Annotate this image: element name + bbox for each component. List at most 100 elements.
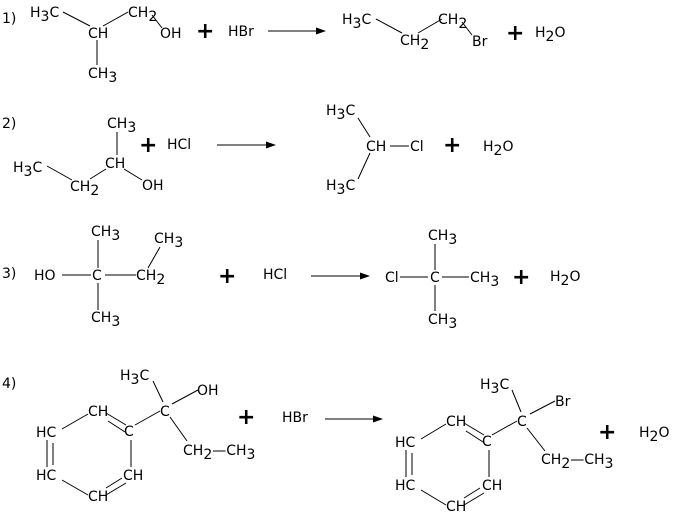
reactant-2-methyl-2-butanol: CH3 CH3 HO C CH2 CH3 — [34, 224, 183, 330]
reaction-number: 1) — [2, 11, 16, 27]
atom-label: CH — [446, 414, 466, 430]
atom-label: CH3 — [428, 228, 457, 248]
bond — [134, 410, 161, 426]
reaction-number: 3) — [2, 266, 16, 282]
atom-label: H3C — [30, 5, 59, 25]
product-2-bromo-2-phenylbutane: H3C Br C CH2—CH3 CH C HC HC CH CH — [395, 377, 613, 515]
bond — [529, 400, 556, 415]
reaction-2: 2) CH3 H3C CH2 CH OH + HCl H3C CH Cl H3C — [2, 103, 513, 199]
bond — [511, 389, 522, 413]
atom-label: CH2 — [438, 12, 467, 32]
reaction-arrow — [311, 272, 370, 280]
atom-label: H3C — [480, 377, 509, 397]
plus-sign: + — [443, 133, 461, 158]
bond — [169, 416, 188, 442]
plus-sign: + — [598, 420, 616, 445]
atom-label: C — [517, 414, 527, 430]
plus-sign: + — [196, 19, 214, 44]
atom-label: CH2 — [400, 33, 429, 53]
bond — [357, 117, 371, 138]
atom-label: CH — [105, 156, 125, 172]
product-tert-butyl-chloride: CH3 Cl C CH3 CH3 — [385, 228, 499, 332]
atom-label: C — [124, 424, 134, 440]
plus-sign: + — [506, 21, 524, 46]
atom-label: C — [92, 268, 102, 284]
reactant-2-phenyl-2-butanol: H3C OH C CH2—CH3 CH C HC HC CH CH — [36, 368, 255, 505]
bond — [89, 168, 107, 180]
bond — [375, 18, 403, 34]
bond — [417, 18, 443, 34]
atom-label: CH2 — [136, 268, 165, 288]
atom-label: HC — [36, 425, 57, 441]
bond — [526, 427, 546, 452]
atom-label: Br — [555, 394, 571, 410]
product-2-chloropropane: H3C CH Cl H3C — [326, 103, 424, 198]
atom-label: CH — [366, 139, 386, 155]
bond — [102, 11, 129, 27]
bond — [61, 413, 89, 430]
atom-label: Cl — [385, 270, 399, 286]
atom-label: CH2 — [128, 5, 157, 25]
product-bromopropane: H3C CH2 CH2 Br — [342, 12, 488, 53]
reaction-number: 4) — [2, 376, 16, 392]
atom-label: HC — [395, 435, 416, 451]
bond — [147, 246, 161, 269]
bond — [461, 21, 473, 36]
atom-label: CH — [88, 489, 108, 505]
plus-sign: + — [512, 265, 530, 290]
atom-label: HC — [395, 478, 416, 494]
bond — [62, 11, 91, 27]
reaction-4: 4) H3C OH C CH2—CH3 CH C HC HC CH CH — [2, 368, 669, 515]
bond — [151, 14, 163, 29]
atom-label: H3C — [326, 178, 355, 198]
bond — [171, 389, 199, 405]
water: H2O — [550, 269, 580, 289]
atom-label: C — [430, 270, 440, 286]
atom-label: CH3 — [91, 224, 120, 244]
atom-label: CH2 — [70, 179, 99, 199]
atom-label: CH — [88, 404, 108, 420]
water: H2O — [483, 139, 513, 159]
benzene-ring: CH C HC HC CH CH — [395, 414, 518, 515]
plus-sign: + — [237, 405, 255, 430]
bond — [61, 479, 89, 496]
atom-label: H3C — [120, 368, 149, 388]
atom-label: CH — [446, 499, 466, 515]
bond — [420, 489, 447, 506]
reaction-arrow — [217, 141, 276, 149]
atom-label: CH3 — [91, 310, 120, 330]
benzene-ring: CH C HC HC CH CH — [36, 404, 161, 505]
bond — [107, 420, 126, 433]
atom-label: C — [482, 434, 492, 450]
reagent: HBr — [228, 24, 254, 40]
reaction-number: 2) — [2, 116, 16, 132]
atom-label: Cl — [410, 139, 424, 155]
atom-label: CH3 — [88, 66, 117, 86]
atom-label: HC — [36, 468, 57, 484]
atom-label: CH — [123, 468, 143, 484]
atom-label: CH2—CH3 — [541, 452, 613, 472]
atom-label: Br — [472, 34, 488, 50]
atom-label: H3C — [326, 103, 355, 123]
bond — [420, 423, 447, 440]
bond — [465, 430, 484, 443]
atom-label: CH3 — [470, 270, 499, 290]
atom-label: CH — [88, 26, 108, 42]
bond — [152, 380, 164, 403]
atom-label: CH3 — [428, 312, 457, 332]
plus-sign: + — [218, 264, 236, 289]
atom-label: OH — [160, 26, 182, 42]
atom-label: C — [160, 404, 170, 420]
atom-label: CH2—CH3 — [183, 443, 255, 463]
reaction-arrow — [268, 27, 326, 35]
reaction-1: 1) H3C CH CH2 OH CH3 + HBr H3C CH2 CH2 B… — [2, 5, 565, 86]
reagent: HCl — [167, 137, 191, 153]
bond — [46, 165, 73, 181]
atom-label: H3C — [13, 160, 42, 180]
atom-label: CH3 — [154, 231, 183, 251]
atom-label: HO — [34, 268, 56, 284]
reactant-isobutanol: H3C CH CH2 OH CH3 — [30, 5, 182, 86]
atom-label: H3C — [342, 12, 371, 32]
reaction-3: 3) CH3 CH3 HO C CH2 CH3 + HCl CH3 Cl C C… — [2, 224, 580, 332]
